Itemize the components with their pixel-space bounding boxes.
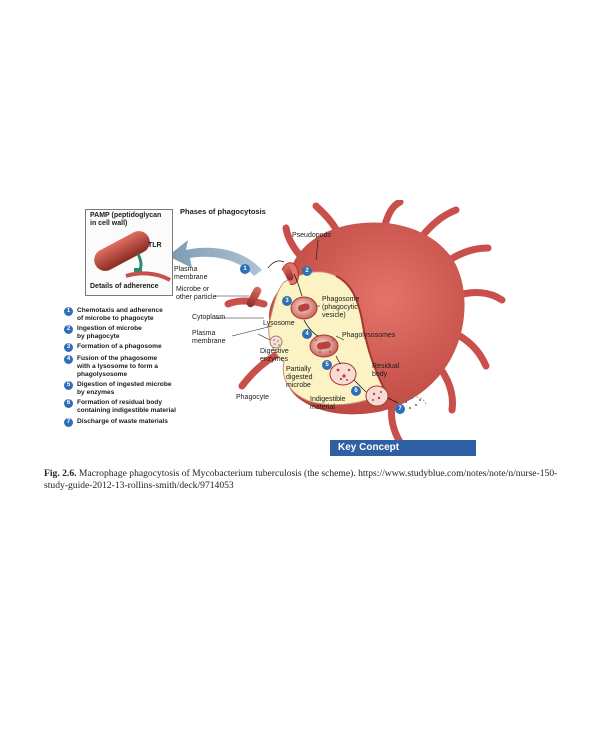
figure-number: Fig. 2.6. (44, 468, 77, 479)
step-text: Discharge of waste materials (77, 417, 168, 425)
key-concept-banner: Key Concept (330, 440, 476, 456)
step-number-badge: 6 (64, 399, 73, 409)
label-indigestible-material: Indigestible material (310, 396, 346, 411)
adherence-detail-inset (85, 209, 173, 296)
diagram-step-badge: 5 (322, 360, 332, 370)
step-text: Digestion of ingested microbe by enzymes (77, 381, 172, 396)
diagram-step-badge: 7 (395, 404, 405, 414)
label-residual-body: Residual body (372, 363, 400, 378)
step-text: Fusion of the phagosome with a lysosome … (77, 355, 158, 378)
step-number-badge: 1 (64, 307, 73, 316)
step-number-badge: 5 (64, 381, 73, 391)
label-partially-digested: Partially digested microbe (286, 366, 313, 389)
figure-title: Phases of phagocytosis (180, 207, 266, 216)
step-item: 2 Ingestion of microbe by phagocyte (64, 325, 254, 340)
microbe (246, 286, 262, 308)
step-item: 4 Fusion of the phagosome with a lysosom… (64, 355, 254, 378)
label-plasma-membrane: Plasma membrane (192, 330, 226, 345)
key-concept-label: Key Concept (338, 442, 400, 453)
phagocyte-illustration (168, 200, 506, 446)
diagram-step-badge: 4 (302, 329, 312, 339)
caption-text: Macrophage phagocytosis of Mycobacterium… (44, 468, 558, 491)
step-text: Formation of a phagosome (77, 343, 162, 351)
adherence-detail-illustration (94, 231, 171, 282)
label-tlr: TLR (148, 242, 162, 249)
label-pamp: PAMP (peptidoglycan in cell wall) (90, 212, 162, 227)
detail-arrow (168, 240, 262, 276)
step-number-badge: 7 (64, 417, 73, 427)
step-number-badge: 4 (64, 355, 73, 365)
diagram-step-badge: 6 (351, 386, 361, 396)
diagram-step-badge: 1 (240, 264, 250, 274)
label-pseudopods: Pseudopods (292, 232, 331, 239)
phagocytosis-figure: Phases of phagocytosis PAMP (peptidoglyc… (54, 200, 554, 462)
steps-list: 1 Chemotaxis and adherence of microbe to… (64, 307, 254, 430)
label-phagolysosomes: Phagolysosomes (342, 332, 396, 339)
label-details-of-adherence: Details of adherence (90, 283, 159, 290)
step-item: 7 Discharge of waste materials (64, 417, 254, 427)
step-text: Formation of residual body containing in… (77, 399, 176, 414)
label-phagosome: Phagosome (phagocytic vesicle) (322, 296, 360, 319)
step-text: Chemotaxis and adherence of microbe to p… (77, 307, 163, 322)
label-cytoplasm: Cytoplasm (192, 314, 226, 321)
diagram-step-badge: 3 (282, 296, 292, 306)
step-item: 6 Formation of residual body containing … (64, 399, 254, 414)
step-number-badge: 3 (64, 343, 73, 353)
label-digestive-enzymes: Digestive enzymes (260, 348, 289, 363)
step-item: 1 Chemotaxis and adherence of microbe to… (64, 307, 254, 322)
label-microbe: Microbe or other particle (176, 286, 217, 301)
diagram-step-badge: 2 (302, 266, 312, 276)
figure-caption: Fig. 2.6. Macrophage phagocytosis of Myc… (44, 468, 559, 492)
step-number-badge: 2 (64, 325, 73, 335)
step-text: Ingestion of microbe by phagocyte (77, 325, 142, 340)
step-item: 3 Formation of a phagosome (64, 343, 254, 353)
step-item: 5 Digestion of ingested microbe by enzym… (64, 381, 254, 396)
label-lysosome: Lysosome (263, 320, 295, 327)
label-phagocyte: Phagocyte (236, 394, 270, 401)
label-plasma-membrane-top: Plasma membrane (174, 266, 208, 281)
